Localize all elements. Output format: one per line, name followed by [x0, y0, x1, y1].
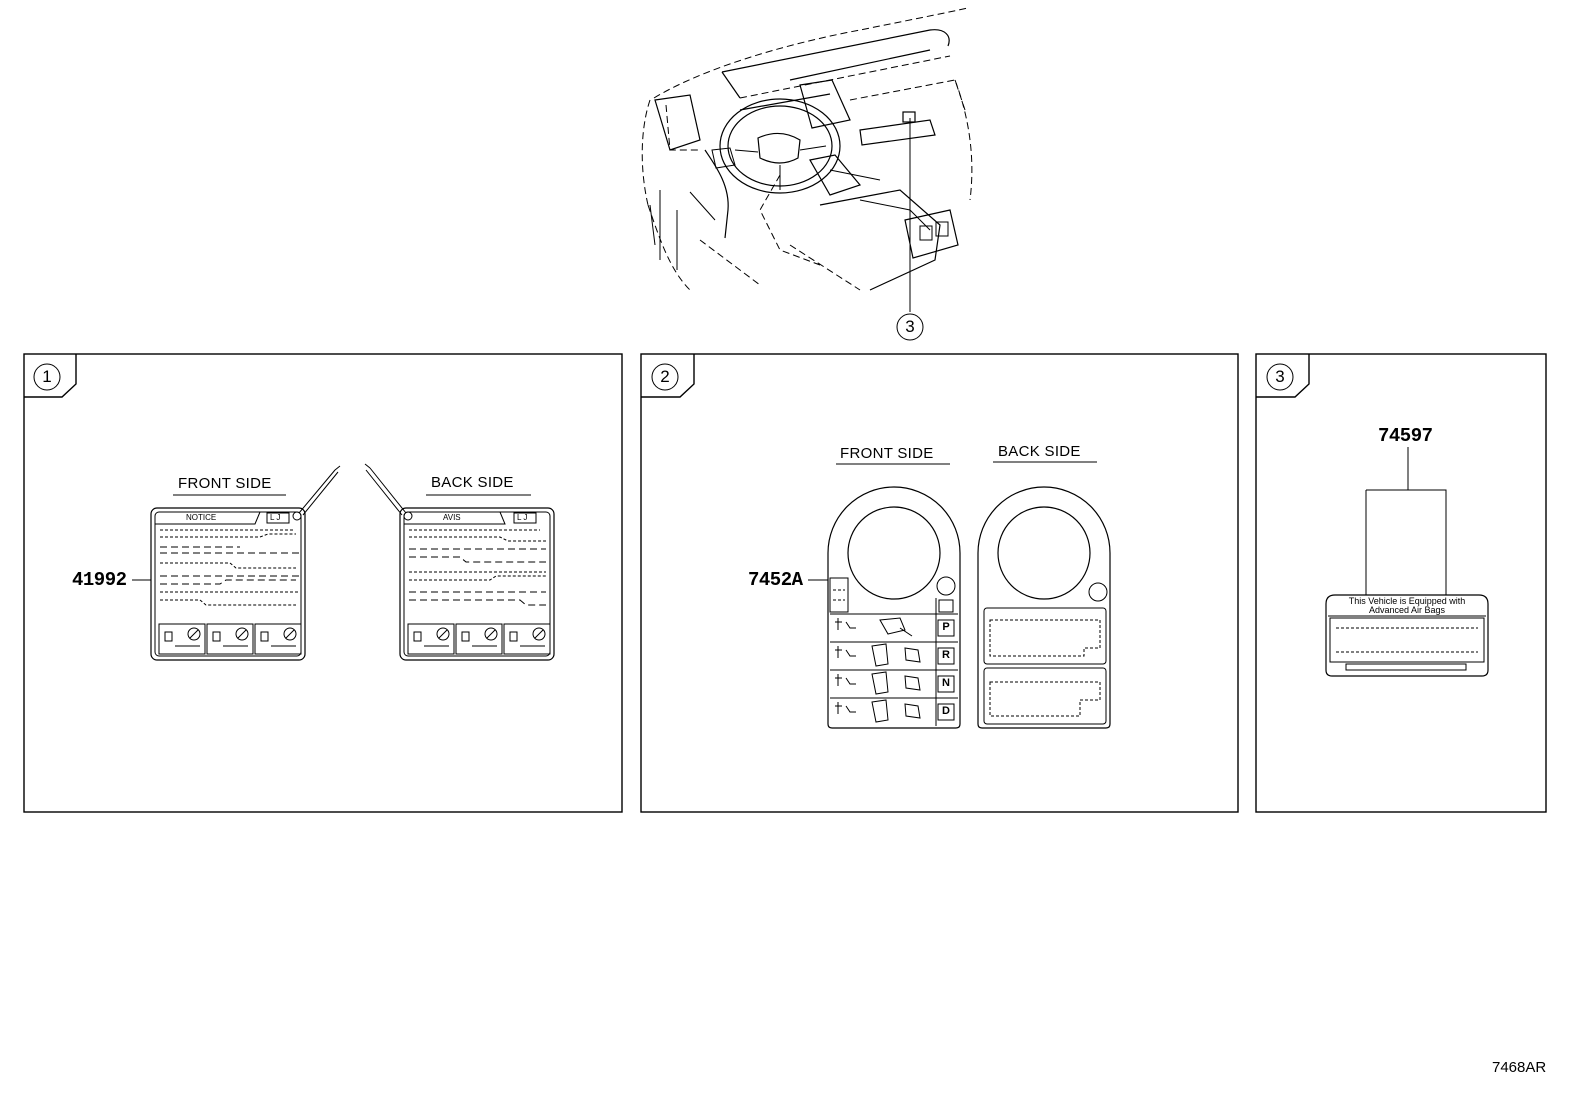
notice-tab-label: NOTICE — [186, 513, 217, 522]
notice-tag-front — [132, 465, 341, 661]
panel-1-front-heading: FRONT SIDE — [178, 475, 272, 492]
overview-callout-number: 3 — [905, 317, 915, 336]
gear-label-p: P — [942, 621, 950, 633]
part-number-41992[interactable]: 41992 — [72, 569, 127, 591]
back-tag-badge: L J — [517, 513, 528, 522]
gear-label-d: D — [942, 705, 950, 717]
panel-3-number: 3 — [1275, 367, 1285, 386]
panel-2-back-heading: BACK SIDE — [998, 443, 1081, 460]
avis-tag-back — [364, 463, 555, 661]
panel-2-frame — [640, 353, 1239, 813]
panel-1-number: 1 — [42, 367, 52, 386]
airbag-label-line-2: Advanced Air Bags — [1368, 605, 1446, 615]
gear-label-n: N — [942, 677, 950, 689]
airbag-label — [1325, 447, 1489, 677]
shift-tag-front — [808, 486, 961, 729]
shift-tag-back — [977, 486, 1111, 729]
part-number-74597[interactable]: 74597 — [1378, 425, 1433, 447]
front-tag-badge: L J — [270, 513, 281, 522]
panel-1-frame — [23, 353, 623, 813]
dashboard-overview — [641, 7, 973, 341]
part-number-7452A[interactable]: 7452A — [748, 569, 803, 591]
panel-2-front-heading: FRONT SIDE — [840, 445, 934, 462]
tow-hook-icon — [164, 627, 297, 647]
airbag-label-line-1: This Vehicle is Equipped with — [1348, 596, 1466, 606]
gear-label-r: R — [942, 649, 950, 661]
panel-3-frame — [1255, 353, 1547, 813]
avis-tab-label: AVIS — [443, 513, 461, 522]
panel-1-back-heading: BACK SIDE — [431, 474, 514, 491]
panel-2-number: 2 — [660, 367, 670, 386]
figure-code: 7468AR — [1492, 1059, 1547, 1076]
shift-operation-icons — [835, 617, 921, 723]
